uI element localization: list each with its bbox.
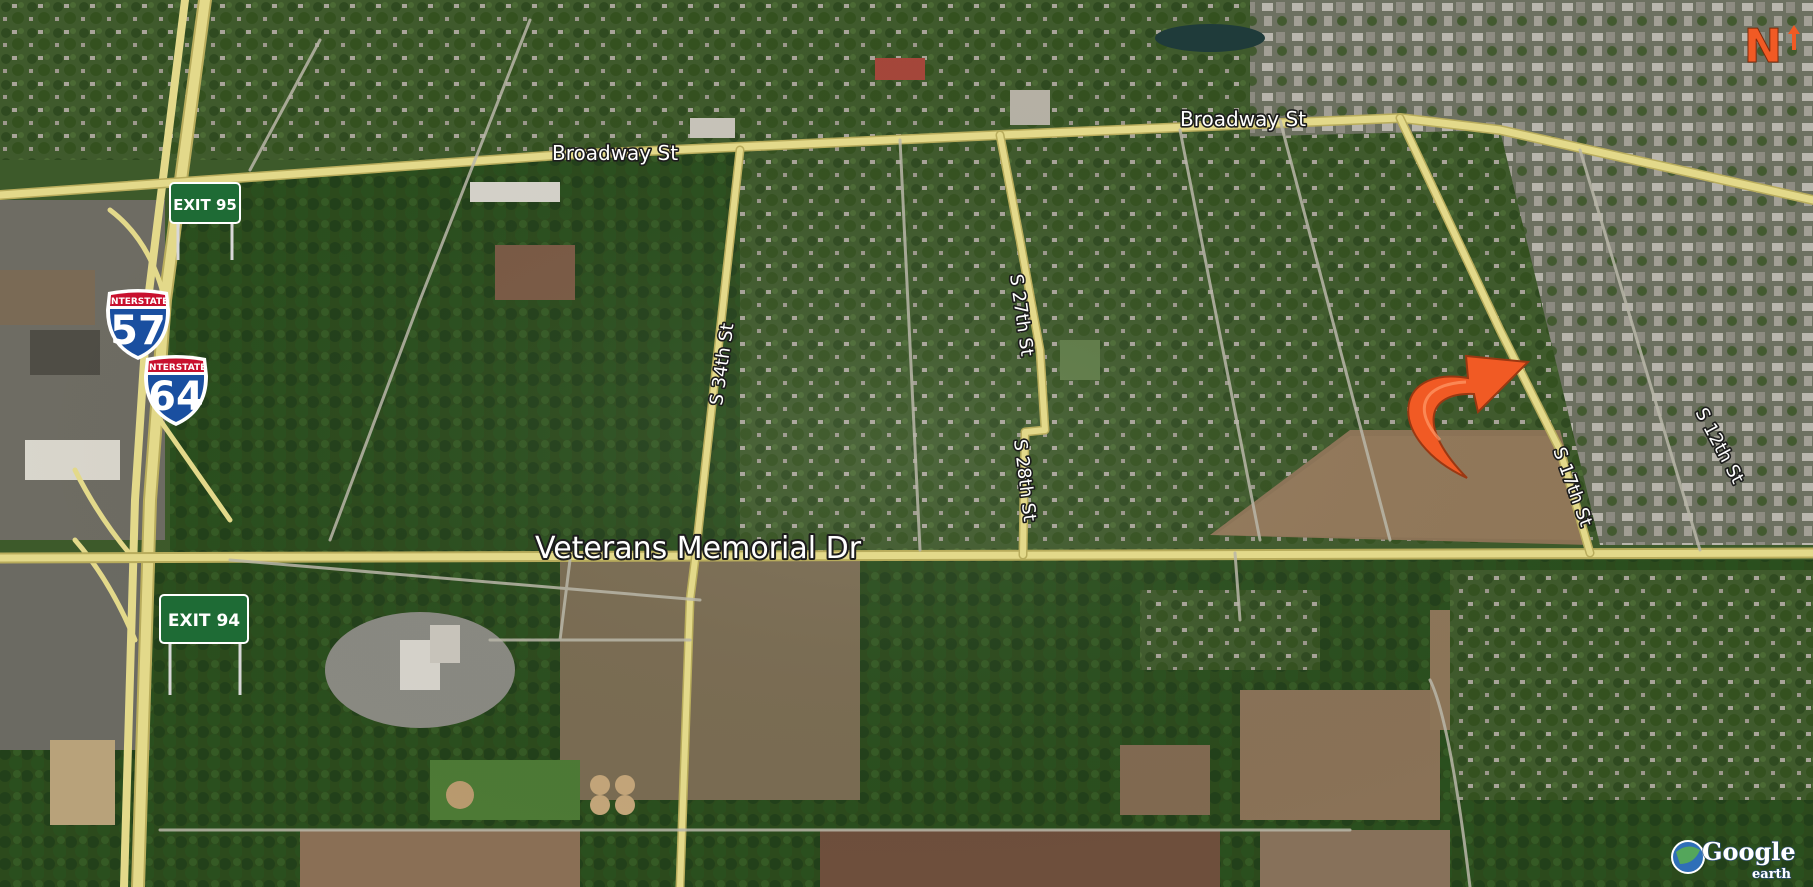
north-arrow-icon — [1788, 25, 1800, 50]
shield-interstate-text: INTERSTATE — [146, 363, 207, 373]
exit-sign-panel — [169, 182, 241, 224]
exit-94-label: EXIT 94 — [168, 611, 240, 631]
exit-sign-panel — [159, 594, 249, 644]
north-label: N — [1744, 19, 1783, 73]
shield-body — [109, 309, 167, 356]
label-broadway-east: Broadway St — [1180, 107, 1306, 131]
google-earth-logo-line2: earth — [1752, 867, 1792, 882]
shield-top — [110, 292, 166, 306]
globe-land — [1676, 846, 1700, 864]
label-broadway-west: Broadway St — [552, 141, 678, 165]
exit-95-sign[interactable]: EXIT 95 — [169, 182, 241, 260]
minor-roads — [158, 18, 1702, 887]
shield-interstate-text: INTERSTATE — [108, 297, 169, 307]
shield-number: 64 — [148, 374, 204, 420]
interstate-64-shield: INTERSTATE 64 — [144, 355, 208, 426]
google-earth-logo-line1: Google — [1702, 837, 1796, 866]
curved-arrow-icon — [1407, 354, 1531, 479]
veterans-memorial-drive — [0, 547, 1813, 564]
broadway-street — [0, 113, 1813, 205]
north-indicator: N — [1743, 19, 1800, 74]
exit-95-label: EXIT 95 — [173, 196, 237, 214]
shield-body — [147, 375, 205, 422]
s-17th-street-surface — [1397, 115, 1593, 556]
shield-top — [148, 358, 204, 372]
label-veterans-memorial-dr: Veterans Memorial Dr — [535, 531, 862, 566]
arrow-highlight — [1422, 380, 1467, 442]
exit-94-sign[interactable]: EXIT 94 — [159, 594, 249, 695]
interstate-57-shield: INTERSTATE 57 — [106, 289, 170, 360]
s-34th-street-surface — [677, 147, 743, 887]
shield-number: 57 — [110, 308, 166, 354]
s-27th-28th-street-surface — [997, 132, 1048, 558]
google-earth-logo: Google earth — [1671, 836, 1796, 883]
